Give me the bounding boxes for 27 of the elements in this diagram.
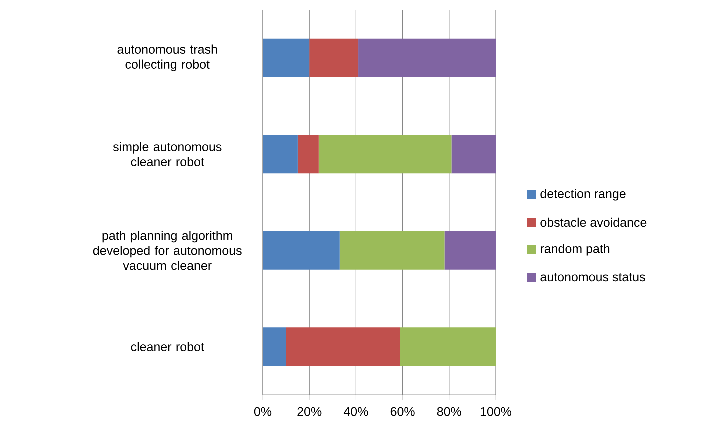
y-tick-label: simple autonomous cleaner robot [113, 142, 222, 166]
x-tick-label: 100% [480, 407, 512, 416]
bar [340, 231, 445, 270]
bar [298, 135, 319, 174]
bar [263, 328, 286, 366]
bar [444, 231, 496, 270]
x-tick-label: 0% [254, 407, 272, 416]
bar [263, 38, 310, 78]
bar [310, 38, 359, 78]
bar [400, 328, 496, 366]
bar [263, 231, 340, 270]
x-tick-label: 40% [344, 407, 368, 416]
y-tick-label: autonomous trash collecting robot [118, 44, 218, 72]
bar [286, 328, 400, 366]
y-tick-label: cleaner robot [131, 342, 204, 352]
bar [452, 135, 496, 174]
bar [263, 135, 298, 174]
bar [358, 38, 496, 78]
legend-label: random path [541, 244, 610, 256]
legend-label: autonomous status [540, 273, 646, 282]
y-tick-label: path planning algorithm developed for autonomous vacuum cleaner [93, 231, 242, 270]
legend-label: obstacle avoidance [540, 218, 647, 228]
x-tick-label: 80% [437, 407, 462, 416]
legend-label: detection range [540, 189, 626, 201]
x-tick-label: 20% [298, 407, 322, 416]
x-tick-label: 60% [390, 407, 415, 416]
bar [318, 135, 452, 174]
